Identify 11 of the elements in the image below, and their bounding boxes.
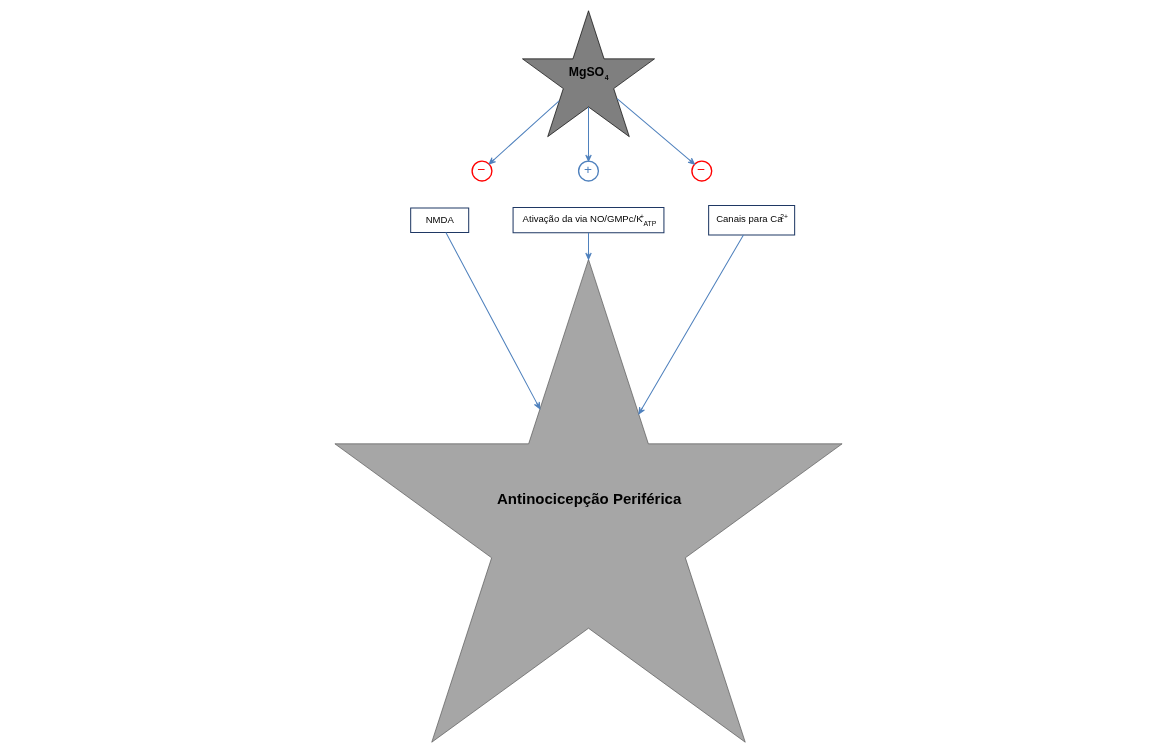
node-circle: − xyxy=(690,160,712,182)
node-box: Canais para Ca$^{2+}$ xyxy=(707,205,795,236)
arrow xyxy=(488,100,560,165)
node-circle: − xyxy=(470,160,493,182)
arrow xyxy=(616,98,695,165)
arrow xyxy=(584,232,592,260)
arrow xyxy=(637,234,744,415)
node-circle: + xyxy=(577,160,599,182)
arrow xyxy=(584,106,592,162)
arrow xyxy=(444,232,540,410)
node-box: NMDA xyxy=(409,207,469,233)
